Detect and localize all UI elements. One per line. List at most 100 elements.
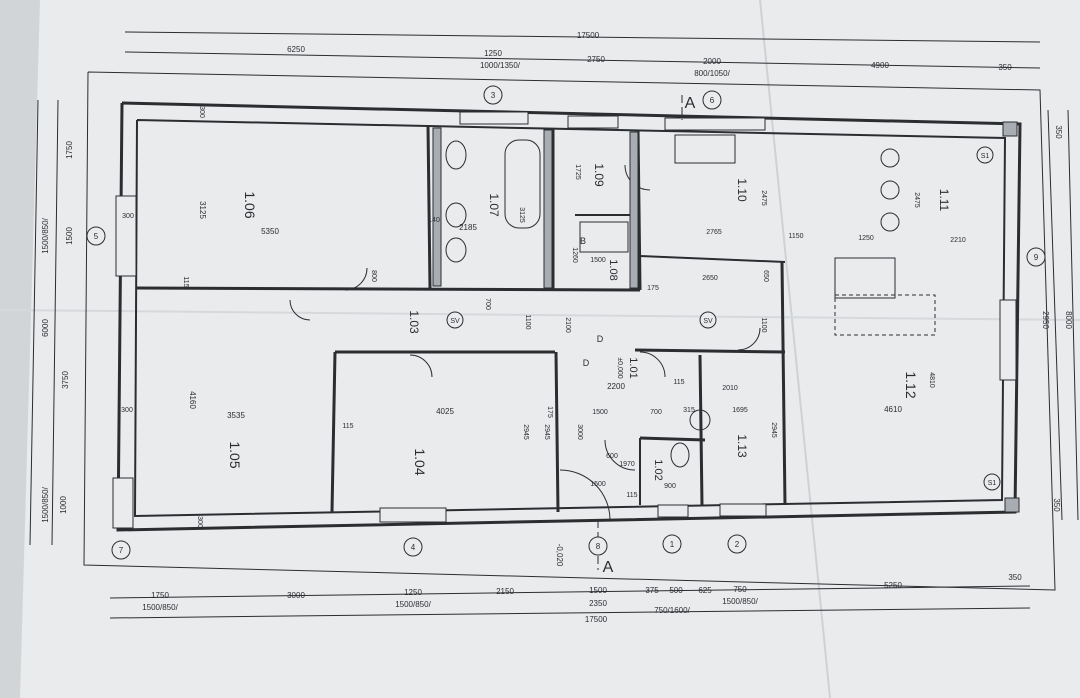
- dim-line-top-1: [124, 31, 1041, 43]
- section-mark-bottom: A: [603, 559, 614, 576]
- window-bottom-1: [379, 507, 447, 523]
- room-104-width: 4025: [436, 407, 454, 416]
- inner-dim-2100: 2100: [564, 317, 571, 333]
- dim-line-bottom-2: [109, 607, 1031, 619]
- bath-wall-hatch-3: [629, 131, 639, 289]
- axis-label-5: 5: [94, 232, 99, 241]
- dim-bottom-350: 350: [1008, 573, 1022, 582]
- stove-burner-icon-1: [880, 148, 900, 168]
- dim-bottom-375: 375: [645, 586, 659, 595]
- washbasin-icon-1: [445, 202, 467, 228]
- column-top-right: [1002, 121, 1018, 137]
- inner-dim-2010: 2010: [722, 385, 738, 392]
- room-103-label: 1.03: [407, 310, 421, 334]
- room-112-height: 4810: [928, 372, 935, 388]
- room-105-height: 4160: [188, 391, 197, 409]
- sv-marker-1: [446, 311, 464, 329]
- inner-dim-115-b: 115: [342, 423, 353, 430]
- dim-top-4900: 4900: [871, 61, 889, 70]
- fireplace-icon: [834, 257, 896, 299]
- inner-dim-2945: 2945: [543, 424, 550, 440]
- dim-line-right-2: [1067, 109, 1079, 521]
- outer-wall-inner: [133, 119, 1007, 518]
- room-102-height: 900: [664, 483, 676, 490]
- axis-label-3: 3: [491, 91, 496, 100]
- inner-dim-700: 700: [484, 298, 491, 310]
- room-107-label: 1.07: [487, 193, 501, 217]
- dim-bottom-2150: 2150: [496, 587, 514, 596]
- inner-dim-140: 140: [428, 217, 440, 224]
- wall-horizontal-main: [136, 286, 641, 292]
- window-left-2: [112, 477, 134, 529]
- column-bottom-right: [1004, 497, 1020, 513]
- room-107-width: 2185: [459, 223, 477, 232]
- room-112-width: 4610: [884, 405, 902, 414]
- axis-label-4: 4: [411, 543, 416, 552]
- inner-dim-2765: 2765: [706, 229, 722, 236]
- s1-marker-2: [983, 473, 1001, 491]
- dim-left-1500: 1500: [65, 227, 74, 245]
- axis-label-6: 6: [710, 96, 715, 105]
- room-103-height: 1100: [524, 314, 531, 329]
- room-101-label: 1.01: [627, 357, 639, 378]
- door-swing-104: [409, 354, 433, 378]
- dim-line-right-1: [1047, 109, 1063, 521]
- axis-label-2: 2: [735, 540, 740, 549]
- room-113-width: 1695: [732, 407, 748, 414]
- dim-bottom-overall: 17500: [585, 615, 608, 624]
- dim-bottom-1250: 1250: [404, 588, 422, 597]
- room-109-height: 1725: [574, 164, 581, 180]
- room-102-width: 1500: [590, 481, 606, 488]
- window-bottom-2: [657, 504, 689, 518]
- dim-bottom-2350: 2350: [589, 599, 607, 608]
- wall-vertical-6: [780, 261, 787, 506]
- section-mark-top: A: [685, 95, 696, 112]
- wall-horizontal-bath2: [639, 436, 706, 442]
- dim-left-opening-1: 1500/850/: [41, 217, 50, 253]
- entrance-level-label: -0,020: [555, 544, 564, 567]
- kitchen-sink-icon: [674, 134, 736, 164]
- inner-dim-800: 800: [370, 270, 377, 282]
- axis-circle-1: [662, 534, 682, 554]
- inner-dim-300-d: 300: [196, 516, 203, 528]
- axis-circle-3: [483, 85, 503, 105]
- dim-top-overall: 17500: [577, 31, 600, 40]
- wall-vertical-5: [554, 351, 560, 513]
- room-104-height: 2945: [522, 424, 529, 440]
- room-107-height: 3125: [518, 207, 525, 223]
- inner-dim-115-c: 115: [673, 379, 684, 386]
- window-top-2: [567, 115, 619, 129]
- dim-left-6000: 6000: [41, 319, 50, 337]
- dashed-outline: [834, 294, 936, 336]
- dim-line-top-2: [124, 51, 1041, 69]
- room-108-width: 1500: [590, 257, 606, 264]
- dim-line-bottom-1: [109, 585, 1031, 599]
- dim-top-opening-1: 1000/1350/: [480, 61, 521, 70]
- dim-left-opening-2: 1500/850/: [41, 486, 50, 522]
- s1-label-2: S1: [988, 480, 997, 487]
- window-left-1: [115, 195, 137, 277]
- room-108-label: 1.08: [607, 259, 619, 280]
- wall-horizontal-right: [634, 348, 786, 354]
- room-111-height: 2475: [913, 192, 920, 208]
- dim-left-3750: 3750: [61, 371, 70, 389]
- stove-burner-icon-3: [880, 212, 900, 232]
- room-106-width: 5350: [261, 227, 279, 236]
- wall-vertical-1: [426, 124, 432, 289]
- dim-top-opening-2: 800/1050/: [694, 69, 730, 78]
- door-swing-106: [344, 267, 368, 291]
- door-swing-103: [289, 299, 311, 321]
- dim-top-1250: 1250: [484, 49, 502, 58]
- washbasin-icon-2: [445, 237, 467, 263]
- inner-dim-175-a: 175: [647, 285, 659, 292]
- room-106-height: 3125: [198, 201, 207, 219]
- s1-label-1: S1: [981, 153, 990, 160]
- axis-circle-9: [1026, 247, 1046, 267]
- inner-dim-315: 315: [683, 407, 695, 414]
- paper-fold-line-1: [759, 0, 831, 698]
- axis-circle-5: [86, 226, 106, 246]
- sv-marker-2: [699, 311, 717, 329]
- room-101-level: ±0,000: [616, 357, 623, 378]
- axis-circle-8: [588, 536, 608, 556]
- axis-label-9: 9: [1034, 253, 1039, 262]
